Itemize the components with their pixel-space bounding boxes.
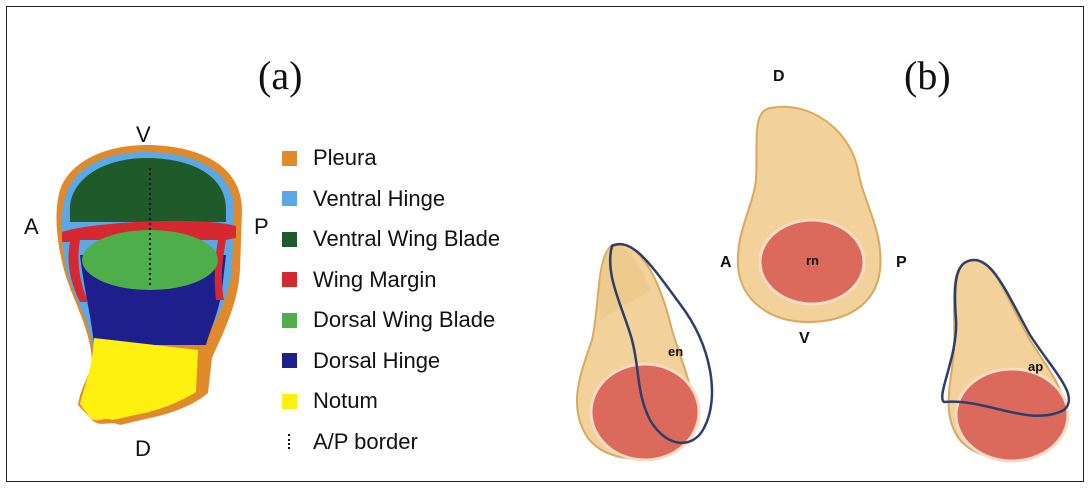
legend-label: Dorsal Wing Blade [313, 307, 495, 333]
legend-swatch [282, 151, 297, 166]
legend-item: Notum [282, 381, 500, 422]
panel-b-axis-left: A [720, 254, 732, 272]
legend-label: Notum [313, 388, 378, 414]
legend-swatch [282, 191, 297, 206]
panel-b-axis-right: P [896, 254, 907, 272]
disc-ap [942, 260, 1069, 461]
legend-label: Ventral Hinge [313, 186, 445, 212]
legend-label: Wing Margin [313, 267, 436, 293]
legend-label: Dorsal Hinge [313, 348, 440, 374]
legend-swatch [282, 232, 297, 247]
disc-label-rn: rn [806, 253, 819, 268]
legend-label: A/P border [313, 429, 418, 455]
legend-item: Dorsal Hinge [282, 341, 500, 382]
legend-swatch [282, 313, 297, 328]
legend-label: Pleura [313, 145, 377, 171]
legend-item: A/P border [282, 422, 500, 463]
legend-item: Wing Margin [282, 260, 500, 301]
legend-label: Ventral Wing Blade [313, 226, 500, 252]
panel-b-axis-bottom: V [799, 330, 810, 348]
legend-item: Pleura [282, 138, 500, 179]
disc-label-ap: ap [1028, 359, 1043, 374]
disc-label-en: en [668, 344, 683, 359]
legend-swatch [282, 394, 297, 409]
legend-swatch [282, 353, 297, 368]
panel-b-label: (b) [904, 52, 951, 99]
legend-swatch [282, 272, 297, 287]
legend-dotted-swatch [282, 434, 297, 449]
legend-item: Ventral Hinge [282, 179, 500, 220]
legend: Pleura Ventral Hinge Ventral Wing Blade … [282, 138, 500, 462]
legend-item: Dorsal Wing Blade [282, 300, 500, 341]
legend-item: Ventral Wing Blade [282, 219, 500, 260]
disc-en [577, 244, 712, 460]
disc-rn [738, 107, 881, 322]
panel-b-axis-top: D [773, 68, 785, 86]
